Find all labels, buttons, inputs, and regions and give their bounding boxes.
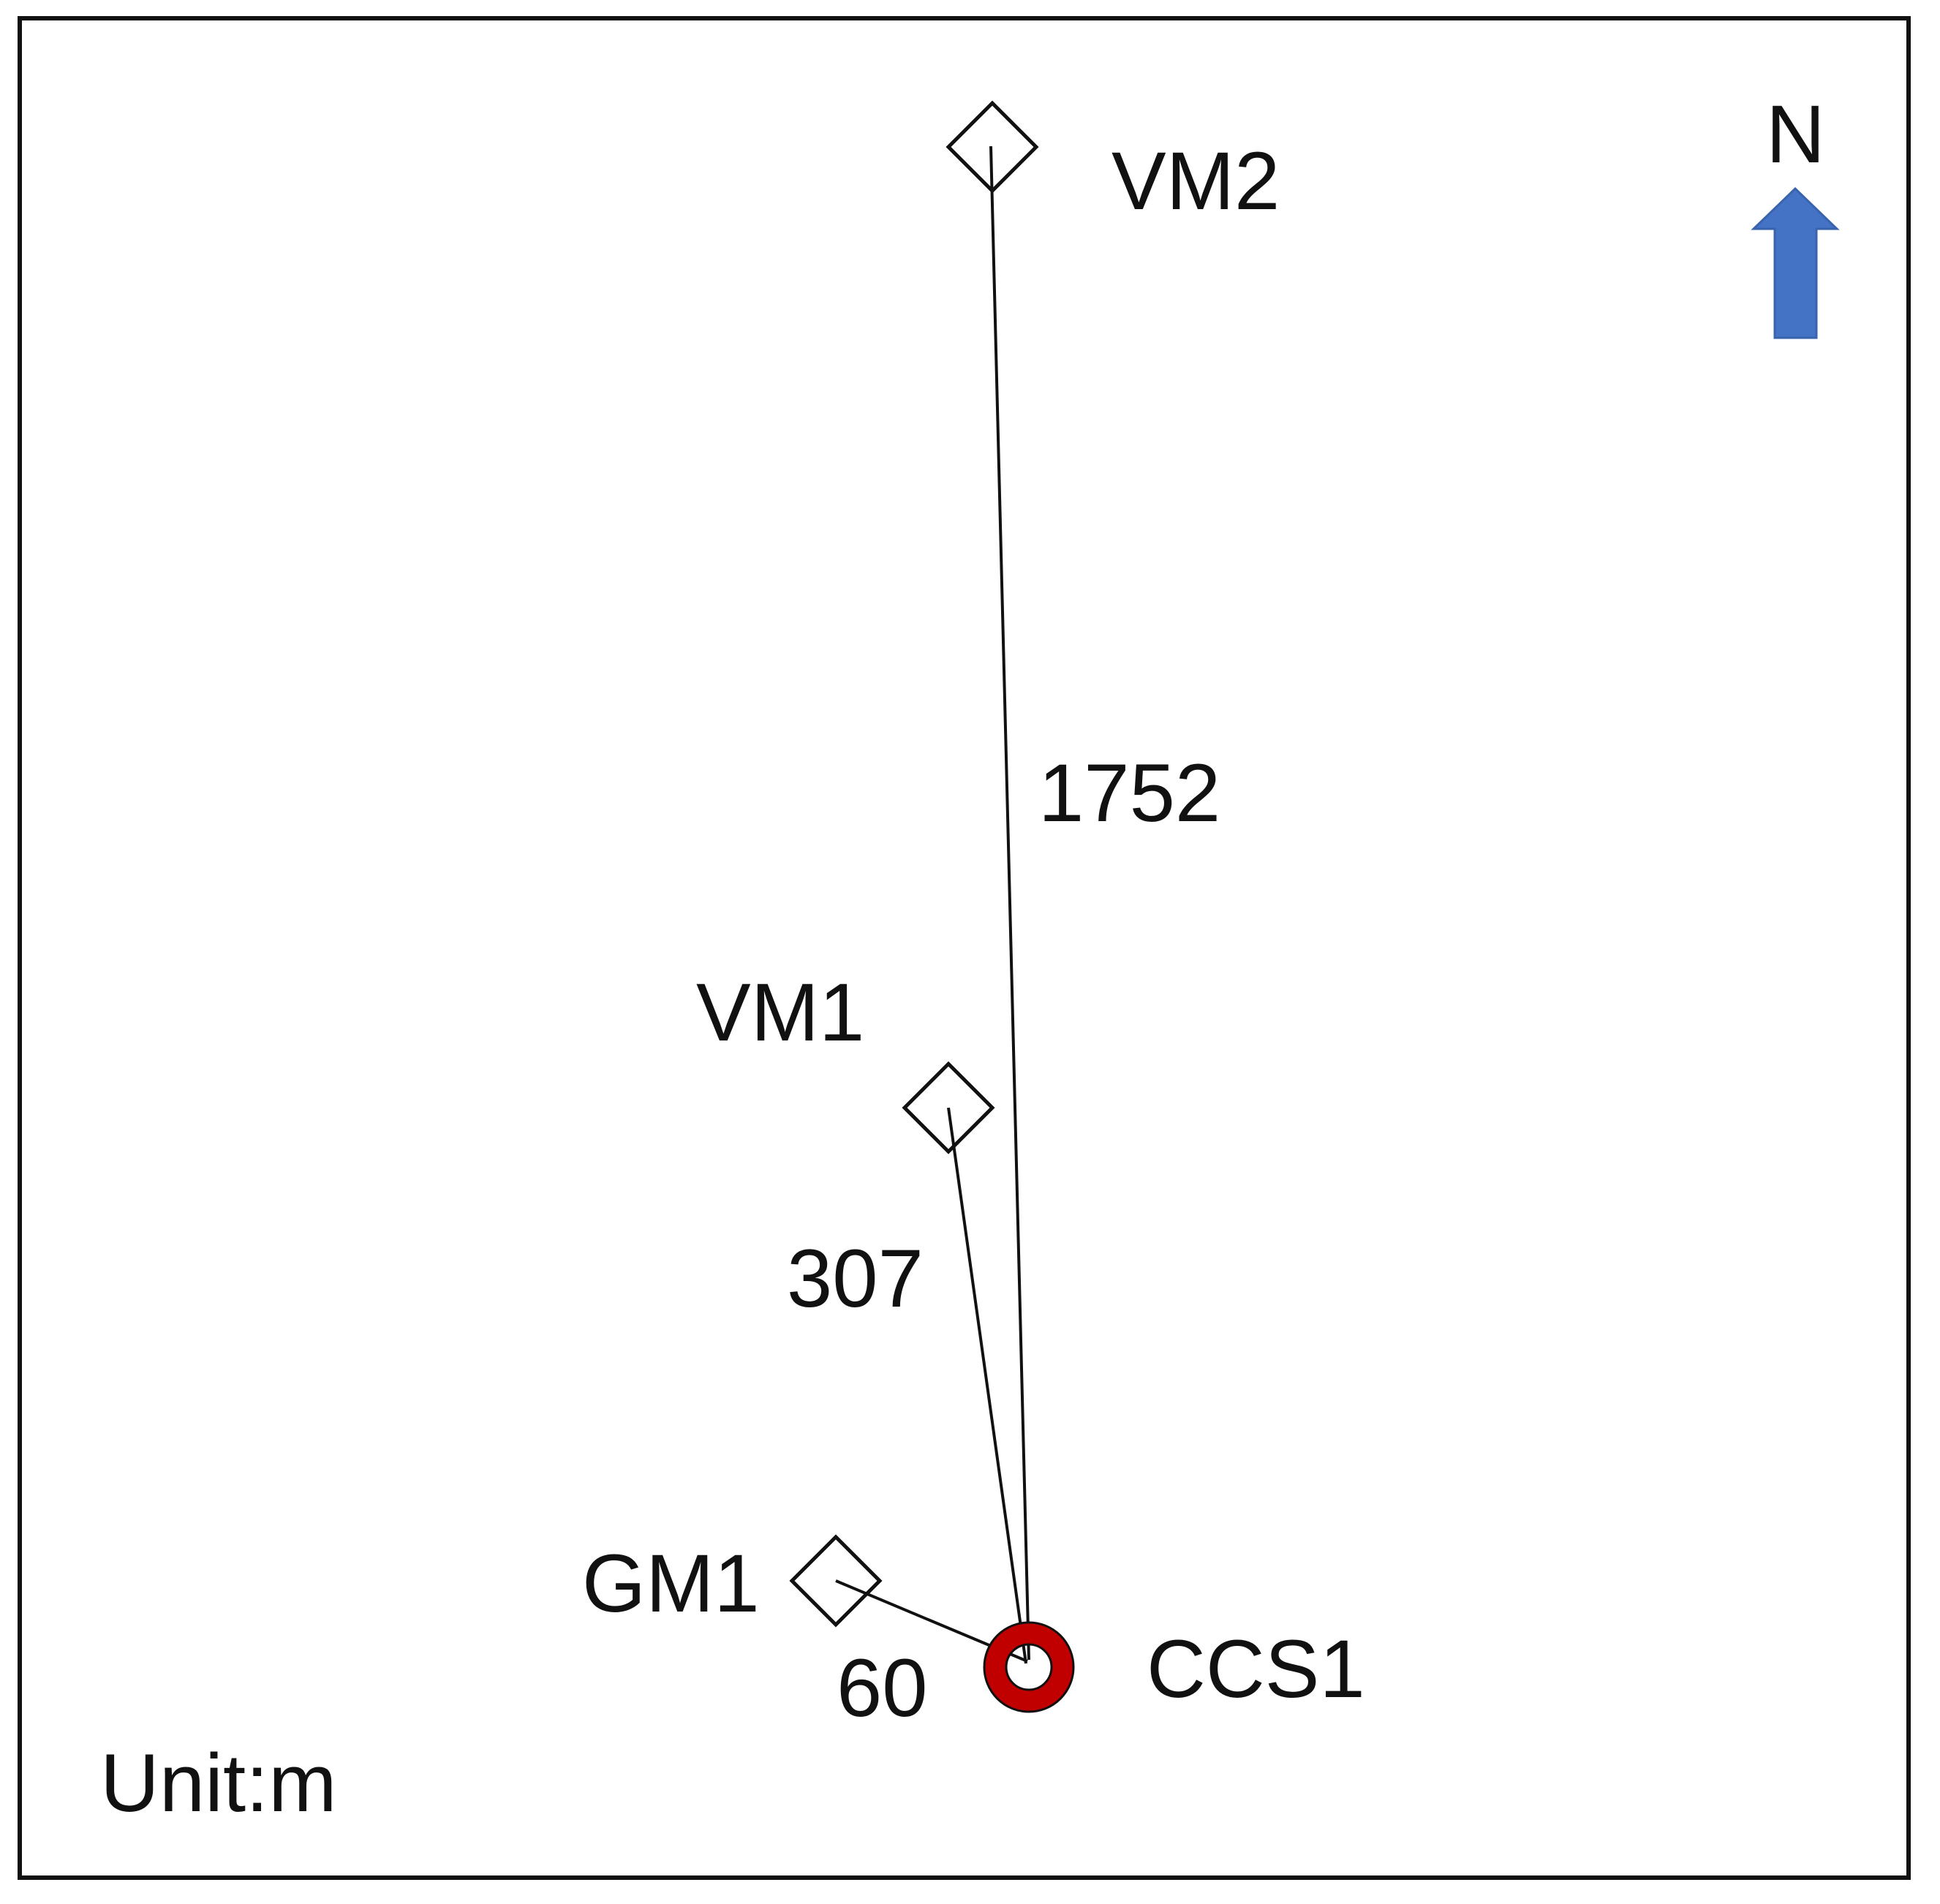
station-ccs1-ring-outline xyxy=(983,1621,1075,1713)
station-vm1-diamond-icon xyxy=(902,1061,995,1155)
north-label: N xyxy=(1766,88,1825,180)
distance-label-ccs1-gm1: 60 xyxy=(837,1642,928,1734)
unit-label: Unit:m xyxy=(100,1737,337,1829)
north-arrow-icon xyxy=(1751,186,1840,339)
station-gm1-diamond-icon xyxy=(789,1534,883,1628)
distance-label-ccs1-vm1: 307 xyxy=(787,1233,924,1324)
diagram-frame xyxy=(18,16,1911,1880)
link-ccs1-vm1 xyxy=(947,1107,1027,1664)
station-ccs1-ring-icon xyxy=(984,1622,1073,1712)
link-ccs1-vm2 xyxy=(989,146,1030,1661)
station-gm1-label: GM1 xyxy=(582,1538,760,1629)
station-ccs1-ring-inner-outline xyxy=(1005,1643,1053,1691)
station-vm2-diamond-icon xyxy=(946,100,1039,194)
station-ccs1-label: CCS1 xyxy=(1147,1623,1365,1715)
station-vm1-label: VM1 xyxy=(696,967,864,1058)
distance-label-ccs1-vm2: 1752 xyxy=(1038,747,1220,839)
station-vm2-label: VM2 xyxy=(1111,135,1280,227)
